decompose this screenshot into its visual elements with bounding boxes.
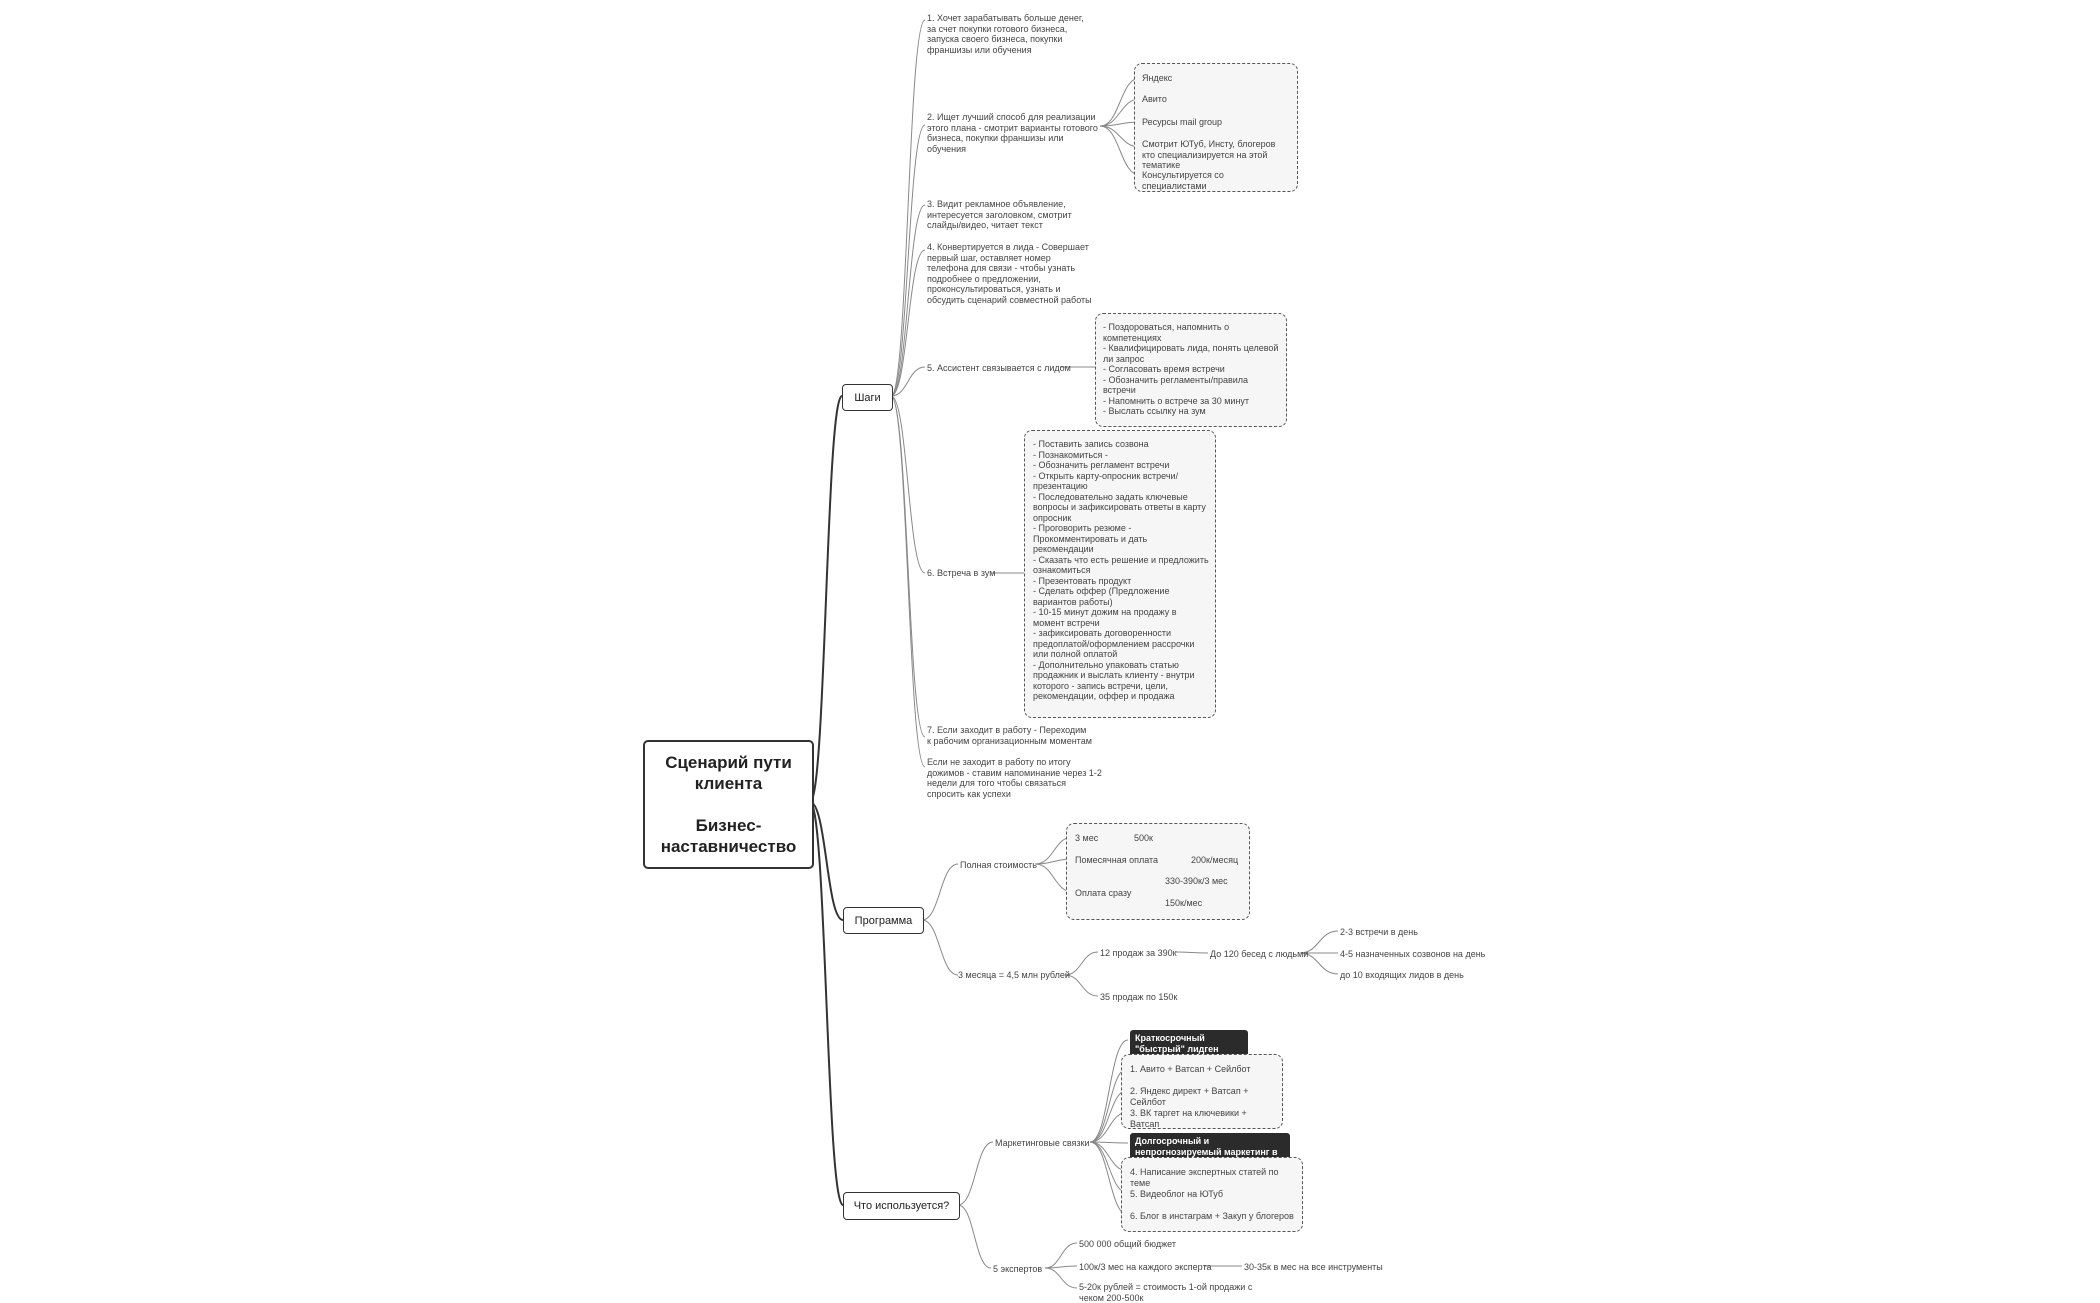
program-monthly-price[interactable]: 200к/месяц: [1191, 855, 1239, 865]
connector-program-cost: [921, 863, 959, 921]
program-upfront-option-1[interactable]: 330-390к/3 мес: [1165, 876, 1228, 886]
step-8[interactable]: Если не заходит в работу по итогу дожимо…: [927, 757, 1102, 799]
source-specialists[interactable]: Консультируется со специалистами: [1142, 170, 1224, 191]
connector-tools-marketing: [957, 1141, 994, 1206]
connector-steps-s3: [890, 204, 926, 397]
connector-conv-meetings: [1299, 930, 1339, 954]
connector-goal-35: [1064, 974, 1099, 997]
program-goal[interactable]: 3 месяца = 4,5 млн рублей: [958, 970, 1070, 980]
step-6[interactable]: 6. Встреча в зум: [927, 568, 996, 578]
step-3[interactable]: 3. Видит рекламное объявление, интересуе…: [927, 199, 1072, 230]
program-full-cost[interactable]: Полная стоимость: [960, 860, 1037, 870]
connector-program-goal: [921, 919, 959, 976]
short-term-box: [1121, 1054, 1283, 1129]
connector-marketing-0: [1089, 1039, 1129, 1143]
tools-budget[interactable]: 500 000 общий бюджет: [1079, 1239, 1176, 1249]
program-3-months-price[interactable]: 500к: [1134, 833, 1153, 843]
step-4[interactable]: 4. Конвертируется в лида - Совершает пер…: [927, 242, 1092, 305]
connector-root-program: [809, 801, 844, 921]
long-term-item-5[interactable]: 5. Видеоблог на ЮТуб: [1130, 1189, 1224, 1199]
connector-12-conversations: [1174, 951, 1209, 954]
step-1[interactable]: 1. Хочет зарабатывать больше денег, за с…: [927, 13, 1084, 55]
short-term-item-1[interactable]: 1. Авито + Ватсап + Сейлбот: [1130, 1064, 1251, 1074]
connector-steps-s4: [890, 249, 926, 397]
tools-per-expert[interactable]: 100к/3 мес на каждого эксперта: [1079, 1262, 1212, 1272]
connector-steps-s2: [890, 124, 926, 397]
program-conversations[interactable]: До 120 бесед с людьми: [1210, 949, 1309, 959]
connector-steps-s1: [890, 19, 926, 397]
tools-cost-per-sale[interactable]: 5-20к рублей = стоимость 1-ой продажи с …: [1079, 1282, 1253, 1303]
cost-options-box: [1066, 823, 1250, 920]
program-monthly[interactable]: Помесячная оплата: [1075, 855, 1159, 865]
source-mail-group[interactable]: Ресурсы mail group: [1142, 117, 1223, 127]
connector-steps-s5: [890, 366, 926, 397]
connector-root-steps: [809, 395, 843, 803]
program-3-months[interactable]: 3 мес: [1075, 833, 1099, 843]
connector-steps-s6: [890, 395, 926, 574]
assistant-box: [1095, 313, 1287, 427]
program-leads[interactable]: до 10 входящих лидов в день: [1340, 970, 1464, 980]
connector-experts-0: [1044, 1242, 1078, 1269]
long-term-box: [1121, 1157, 1303, 1232]
connector-experts-2: [1044, 1267, 1078, 1289]
source-avito[interactable]: Авито: [1142, 94, 1167, 104]
root-title: Сценарий пути клиента Бизнес-наставничес…: [660, 753, 797, 856]
step-2[interactable]: 2. Ищет лучший способ для реализации это…: [927, 112, 1098, 154]
zoom-box: [1024, 430, 1216, 718]
connector-root-tools: [809, 801, 844, 1206]
long-term-item-6[interactable]: 6. Блог в инстаграм + Закуп у блогеров: [1130, 1211, 1294, 1221]
branch-program[interactable]: Программа: [843, 907, 924, 934]
source-youtube[interactable]: Смотрит ЮТуб, Инсту, блогеров кто специа…: [1142, 139, 1276, 170]
branch-tools[interactable]: Что используется?: [843, 1192, 960, 1220]
assistant-text[interactable]: - Поздороваться, напомнить о компетенция…: [1103, 322, 1279, 416]
program-upfront-option-2[interactable]: 150к/мес: [1165, 898, 1203, 908]
program-sales-12[interactable]: 12 продаж за 390к: [1100, 948, 1177, 958]
branch-steps-label: Шаги: [854, 391, 881, 404]
short-term-title[interactable]: Краткосрочный "быстрый" лидген: [1130, 1030, 1248, 1057]
tools-marketing[interactable]: Маркетинговые связки: [995, 1138, 1090, 1148]
branch-tools-label: Что используется?: [853, 1200, 950, 1212]
program-calls[interactable]: 4-5 назначенных созвонов на день: [1340, 949, 1486, 959]
program-sales-35[interactable]: 35 продаж по 150к: [1100, 992, 1178, 1002]
connector-goal-12: [1064, 951, 1099, 976]
long-term-item-4[interactable]: 4. Написание экспертных статей по теме: [1130, 1167, 1279, 1188]
zoom-text[interactable]: - Поставить запись созвона - Познакомить…: [1033, 439, 1209, 701]
tools-per-expert-instruments[interactable]: 30-35к в мес на все инструменты: [1244, 1262, 1383, 1272]
step-5[interactable]: 5. Ассистент связывается с лидом: [927, 363, 1071, 373]
root-node[interactable]: Сценарий пути клиента Бизнес-наставничес…: [643, 740, 814, 869]
program-upfront[interactable]: Оплата сразу: [1075, 888, 1132, 898]
branch-steps[interactable]: Шаги: [842, 384, 893, 411]
short-term-item-2[interactable]: 2. Яндекс директ + Ватсап + Сейлбот: [1130, 1086, 1249, 1107]
connector-tools-experts: [957, 1204, 992, 1269]
tools-experts[interactable]: 5 экспертов: [993, 1264, 1043, 1274]
connector-steps-s8: [890, 395, 926, 768]
short-term-item-3[interactable]: 3. ВК таргет на ключевики + Ватсап: [1130, 1108, 1247, 1129]
branch-program-label: Программа: [854, 914, 913, 927]
connector-conv-leads: [1299, 952, 1339, 975]
program-meetings[interactable]: 2-3 встречи в день: [1340, 927, 1418, 937]
sources-box: [1134, 63, 1298, 192]
source-yandex[interactable]: Яндекс: [1142, 73, 1173, 83]
step-7[interactable]: 7. Если заходит в работу - Переходим к р…: [927, 725, 1092, 746]
